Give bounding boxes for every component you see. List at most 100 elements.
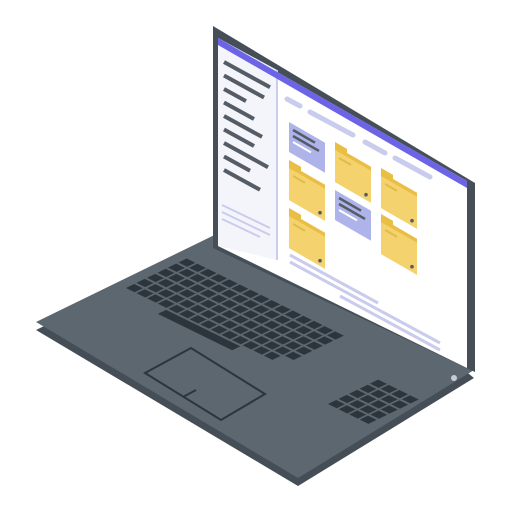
keyboard-key	[231, 305, 249, 314]
keyboard-key	[242, 320, 260, 329]
keyboard-key	[295, 346, 313, 355]
keyboard-key	[210, 274, 228, 283]
keyboard-key	[242, 341, 260, 350]
numpad-key	[359, 405, 377, 414]
footer-line	[289, 260, 441, 345]
sidebar-item	[223, 60, 271, 90]
keyboard-key	[305, 341, 323, 350]
keyboard-key	[179, 310, 196, 319]
keyboard-key	[147, 294, 165, 303]
keyboard-key	[242, 310, 260, 319]
keyboard-key	[189, 304, 207, 314]
keyboard-key	[178, 299, 196, 308]
keyboard-key	[147, 273, 164, 283]
folder-label-line	[292, 223, 306, 232]
keyboard-key	[147, 284, 164, 293]
folder-icon	[381, 176, 417, 229]
keyboard-key	[210, 315, 228, 324]
keyboard-key	[252, 294, 270, 304]
keyboard-key	[305, 331, 323, 340]
keyboard-key	[178, 268, 196, 278]
numpad-key	[338, 405, 356, 414]
keyboard-key	[263, 331, 281, 340]
document-line	[292, 128, 316, 144]
document-card	[289, 122, 325, 173]
folder-icon	[289, 216, 325, 269]
numpad-key	[380, 384, 398, 394]
keyboard-key	[178, 289, 196, 298]
keyboard-key	[316, 336, 334, 345]
folder-tab	[289, 208, 301, 221]
keyboard-key	[168, 294, 186, 303]
numpad-key	[391, 390, 409, 399]
sidebar-item	[223, 127, 255, 148]
keyboard-key	[200, 320, 218, 329]
numpad-key	[338, 394, 356, 404]
keyboard-key	[210, 294, 228, 303]
numpad-key	[328, 400, 345, 409]
keyboard-key	[189, 315, 207, 324]
keyboard-key	[157, 289, 175, 298]
title-bar	[218, 38, 467, 188]
keyboard-key	[210, 325, 228, 334]
folder-dot	[410, 218, 414, 223]
keyboard-key	[263, 310, 281, 319]
toolbar-line	[362, 139, 388, 156]
keyboard	[126, 258, 419, 424]
keyboard-key	[157, 279, 175, 288]
keyboard-key	[295, 315, 312, 324]
folder-dot	[318, 258, 322, 263]
sidebar-item	[223, 114, 263, 139]
keyboard-key	[168, 273, 185, 283]
keyboard-key	[220, 279, 238, 288]
keyboard-key	[274, 315, 291, 324]
folder-label-line	[384, 183, 398, 192]
keyboard-key	[263, 320, 281, 329]
keyboard-key	[168, 284, 186, 293]
keyboard-key	[253, 346, 271, 355]
sidebar-item	[223, 154, 251, 173]
keyboard-key	[242, 300, 260, 309]
keyboard-key	[199, 279, 217, 288]
keyboard-key	[305, 320, 323, 330]
keyboard-key	[157, 268, 175, 277]
keyboard-key	[274, 336, 292, 345]
sidebar-item	[223, 100, 255, 121]
keyboard-key	[316, 326, 334, 335]
keyboard-key	[136, 278, 154, 288]
document-line	[338, 196, 362, 212]
keyboard-key	[221, 320, 239, 329]
folder-icon	[289, 168, 325, 221]
keyboard-key	[168, 263, 185, 272]
keyboard-key	[232, 336, 249, 345]
folder-label-line	[292, 175, 306, 184]
numpad-key	[359, 384, 377, 393]
keyboard-key	[231, 294, 249, 304]
numpad-key	[370, 389, 387, 399]
keyboard-key	[189, 294, 207, 303]
footer-line	[221, 218, 261, 238]
sidebar-item	[223, 73, 265, 100]
keyboard-key	[200, 310, 217, 319]
numpad-key	[380, 405, 398, 414]
keyboard-key	[252, 315, 270, 324]
keyboard-key	[242, 330, 260, 340]
numpad-key	[359, 415, 377, 424]
folder-tab	[381, 214, 393, 227]
numpad-key	[380, 395, 398, 404]
keyboard-key	[263, 351, 281, 360]
keyboard-key	[200, 299, 217, 309]
keyboard-key	[231, 315, 249, 324]
keyboard-key	[295, 336, 313, 345]
keyboard-key	[284, 320, 302, 330]
keyboard-key	[136, 289, 154, 298]
document-line	[338, 209, 358, 222]
keyboard-key	[210, 284, 228, 293]
sidebar-menu	[223, 60, 271, 192]
folder-label-line	[338, 157, 352, 166]
keyboard-key	[284, 351, 302, 360]
keyboard-key	[178, 279, 196, 288]
folder-tab	[381, 168, 393, 181]
numpad-key	[359, 395, 377, 404]
numpad-key	[349, 400, 366, 409]
